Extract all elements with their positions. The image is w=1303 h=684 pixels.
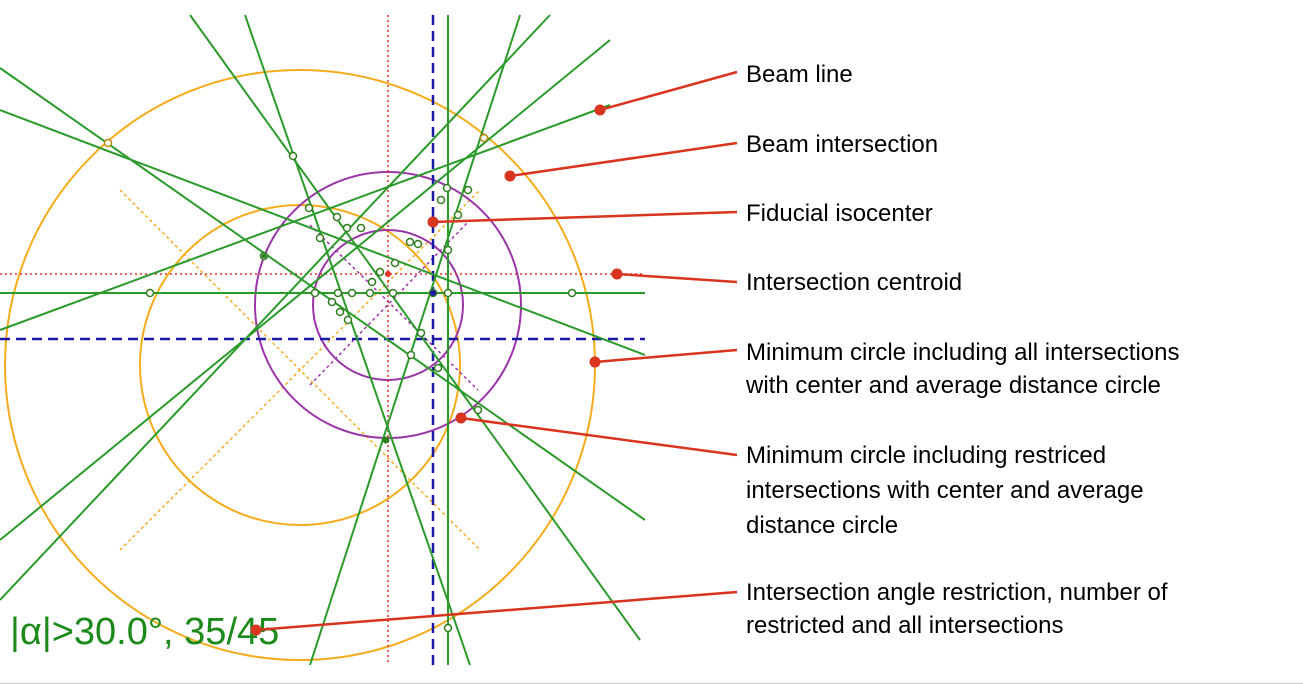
label-fiducial-isocenter: Fiducial isocenter bbox=[746, 200, 933, 227]
pointer-dot-angle-restriction bbox=[250, 624, 262, 636]
beam-intersection-point bbox=[288, 151, 298, 161]
beam-intersection-point bbox=[304, 203, 314, 213]
label-line: Fiducial isocenter bbox=[746, 200, 933, 227]
label-beam-intersection: Beam intersection bbox=[746, 131, 938, 158]
label-line: Minimum circle including restriced bbox=[746, 442, 1106, 469]
beam-intersection-point bbox=[443, 245, 453, 255]
beam-intersection-point bbox=[103, 138, 113, 148]
beam-intersection-point bbox=[442, 183, 452, 193]
pointer-dot-min-circle-restricted bbox=[455, 412, 467, 424]
beam-intersection-point bbox=[375, 267, 385, 277]
beam-line-10 bbox=[0, 14, 551, 601]
beam-intersection-point bbox=[365, 288, 375, 298]
pointer-beam-line bbox=[599, 70, 738, 112]
pointer-min-circle-restricted bbox=[460, 416, 738, 457]
beam-line-7 bbox=[0, 104, 611, 331]
min-circle-all-center-cross-b bbox=[119, 189, 481, 551]
beam-intersection-point bbox=[327, 297, 337, 307]
label-line: Beam line bbox=[746, 61, 853, 88]
beam-intersection-point bbox=[347, 288, 357, 298]
beam-intersection-point bbox=[433, 363, 443, 373]
beam-intersection-point bbox=[416, 328, 426, 338]
pointer-intersection-centroid bbox=[616, 272, 738, 284]
label-line: with center and average distance circle bbox=[745, 372, 1161, 399]
beam-intersection-point bbox=[443, 288, 453, 298]
beam-intersections-restricted bbox=[261, 253, 390, 444]
pointer-dot-fiducial-isocenter bbox=[427, 216, 439, 228]
pointer-dot-min-circle-all bbox=[589, 356, 601, 368]
min-circle-restricted-cross-a bbox=[309, 224, 479, 391]
beam-line-6 bbox=[244, 14, 471, 666]
beam-line-5 bbox=[189, 14, 641, 641]
beam-intersection-point bbox=[342, 223, 352, 233]
label-intersection-centroid: Intersection centroid bbox=[746, 269, 962, 296]
beam-intersection-point bbox=[443, 623, 453, 633]
beam-intersection-point bbox=[367, 277, 377, 287]
fiducial-isocenter-crosshair bbox=[0, 15, 645, 665]
label-min-circle-restricted: Minimum circle including restriced inter… bbox=[746, 442, 1150, 539]
intersection-centroid-marker bbox=[385, 271, 391, 277]
beam-intersection-point bbox=[436, 195, 446, 205]
beam-intersection-point bbox=[479, 133, 489, 143]
pointer-fiducial-isocenter bbox=[432, 210, 738, 224]
centers bbox=[385, 271, 436, 296]
beam-intersection-point bbox=[333, 288, 343, 298]
pointer-beam-intersection bbox=[509, 141, 738, 178]
pointer-dot-intersection-centroid bbox=[611, 268, 623, 280]
label-line: Beam intersection bbox=[746, 131, 938, 158]
label-line: Intersection angle restriction, number o… bbox=[746, 579, 1168, 606]
angle-restriction-readout: |α|>30.0°, 35/45 bbox=[10, 611, 279, 653]
beam-intersection-point bbox=[315, 233, 325, 243]
beam-intersection-point bbox=[390, 258, 400, 268]
beam-line-4 bbox=[0, 109, 646, 356]
label-line: restricted and all intersections bbox=[746, 612, 1063, 639]
beam-intersection-point bbox=[332, 212, 342, 222]
beam-intersection-point bbox=[145, 288, 155, 298]
beam-intersection-point bbox=[388, 288, 398, 298]
label-line: Intersection centroid bbox=[746, 269, 962, 296]
beam-intersection-dot bbox=[261, 253, 267, 259]
beam-intersection-point bbox=[406, 350, 416, 360]
annotation-labels: Beam line Beam intersection Fiducial iso… bbox=[745, 61, 1186, 639]
beam-intersection-point bbox=[405, 237, 415, 247]
beam-line-9 bbox=[309, 14, 521, 666]
label-min-circle-all: Minimum circle including all intersectio… bbox=[745, 339, 1186, 399]
beam-intersection-point bbox=[310, 288, 320, 298]
pointer-dot-beam-intersection bbox=[504, 170, 516, 182]
label-angle-restriction: Intersection angle restriction, number o… bbox=[746, 579, 1174, 639]
beam-intersection-point bbox=[473, 405, 483, 415]
beam-intersection-point bbox=[453, 210, 463, 220]
beam-line-8 bbox=[0, 39, 611, 541]
beam-intersection-point bbox=[335, 307, 345, 317]
pointer-angle-restriction bbox=[255, 590, 738, 632]
beam-intersection-point bbox=[463, 185, 473, 195]
callout-pointer-dots bbox=[250, 104, 623, 636]
min-circle-all-average bbox=[139, 204, 461, 526]
pointer-min-circle-all bbox=[594, 348, 738, 364]
pointer-dot-beam-line bbox=[594, 104, 606, 116]
label-line: Minimum circle including all intersectio… bbox=[746, 339, 1180, 366]
label-line: distance circle bbox=[746, 512, 898, 539]
beam-intersection-point bbox=[567, 288, 577, 298]
beam-intersection-point bbox=[356, 223, 366, 233]
beam-intersection-dot bbox=[382, 436, 390, 444]
fiducial-isocenter-marker bbox=[430, 290, 436, 296]
label-beam-line: Beam line bbox=[746, 61, 853, 88]
callout-pointers bbox=[255, 70, 738, 632]
min-circle-restricted-cross-b bbox=[309, 219, 471, 386]
beam-intersection-point bbox=[413, 239, 423, 249]
beam-intersections bbox=[103, 133, 577, 633]
label-line: intersections with center and average bbox=[746, 477, 1144, 504]
beam-intersection-point bbox=[343, 315, 353, 325]
